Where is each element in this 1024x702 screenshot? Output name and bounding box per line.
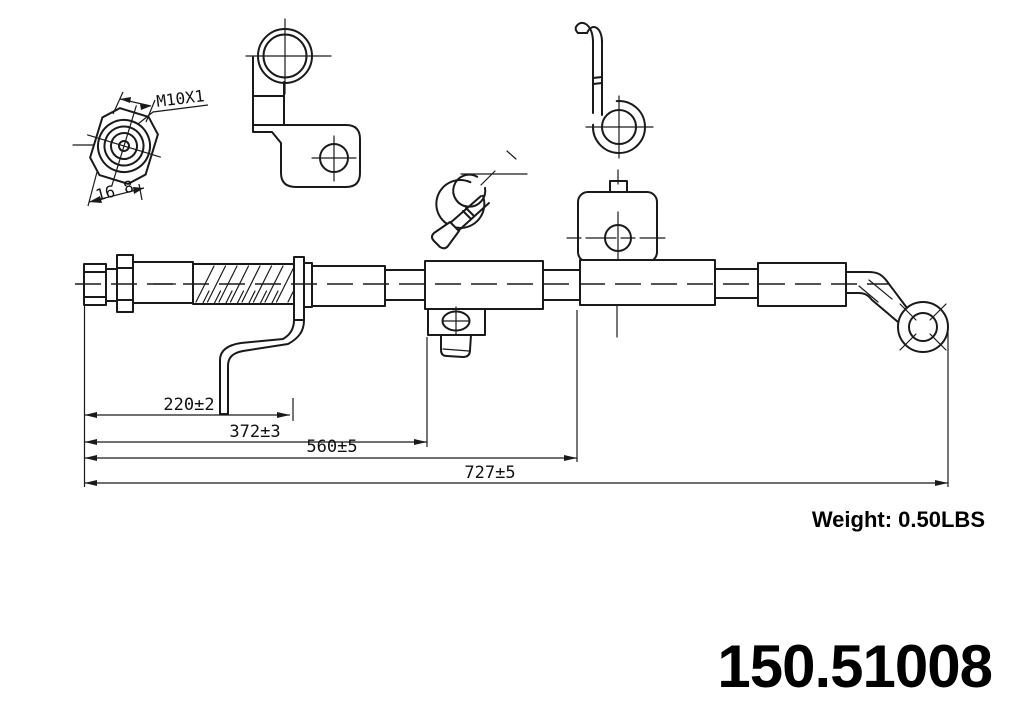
dimension-372-label: 372±3: [229, 422, 280, 442]
part-number: 150.51008: [717, 633, 992, 700]
thread-callout: M10X1: [112, 86, 209, 125]
dimension-560-label: 560±5: [306, 437, 357, 457]
hose-block: [579, 259, 716, 306]
weight-label: Weight: 0.50LBS: [812, 507, 985, 532]
hose-segment: [542, 269, 581, 301]
fitting-size-label: 16 8: [94, 177, 136, 205]
mounting-bracket-top: [245, 18, 361, 188]
banjo-end: [845, 271, 949, 353]
thread-size-label: M10X1: [155, 86, 205, 111]
mid-clamp: [424, 260, 544, 358]
hose-segment: [311, 265, 386, 307]
bracket-plate-1: [219, 256, 305, 415]
bracket-plate-2: [566, 169, 666, 263]
hose-segment: [384, 269, 426, 301]
dimension-220-label: 220±2: [163, 395, 214, 415]
fitting-end-view: [72, 105, 161, 187]
hose-assembly: [75, 169, 949, 415]
dimension-lines: 220±2 372±3 560±5 727±5: [83, 305, 949, 487]
hose-collar: [303, 262, 313, 308]
dimension-727-label: 727±5: [464, 463, 515, 483]
hook-clip: [431, 150, 528, 250]
j-hook-clip: [574, 22, 654, 159]
